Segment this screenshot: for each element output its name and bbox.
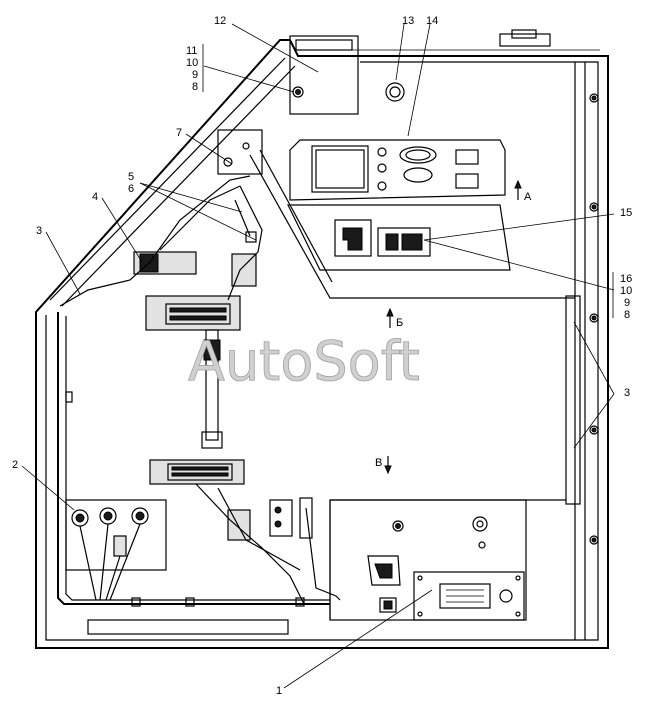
dashboard	[289, 139, 506, 201]
view-mark-b: Б	[396, 317, 403, 329]
callout-3-right: 3	[624, 387, 630, 399]
wiring-harness	[57, 175, 341, 607]
callout-1: 1	[276, 685, 282, 697]
overhead-unit	[289, 35, 405, 115]
callout-labels: 1 2 3 3 4 5 6 7 11 10 9 8 12 13 14 15 16…	[12, 15, 632, 697]
lower-console	[287, 204, 511, 271]
callout-8-right: 8	[624, 309, 630, 321]
callout-13: 13	[402, 15, 414, 27]
callout-9-top: 9	[192, 69, 198, 81]
fuse-block	[65, 499, 167, 571]
leader-lines	[21, 23, 615, 689]
watermark-text: AutoSoft	[188, 330, 420, 393]
callout-7: 7	[176, 127, 182, 139]
callout-5: 5	[128, 171, 134, 183]
callout-10-top: 10	[186, 57, 198, 69]
callout-12: 12	[214, 15, 226, 27]
callout-11: 11	[186, 45, 197, 57]
callout-4: 4	[92, 191, 98, 203]
callout-6: 6	[128, 183, 134, 195]
callout-14: 14	[426, 15, 438, 27]
callout-2: 2	[12, 459, 18, 471]
view-arrows	[384, 179, 522, 475]
windshield-pillar	[49, 57, 575, 307]
callout-9-right: 9	[624, 297, 630, 309]
right-panel	[329, 295, 581, 621]
connector-blocks	[133, 129, 263, 541]
view-mark-v: В	[375, 457, 382, 469]
callout-10-right: 10	[620, 285, 632, 297]
callout-15: 15	[620, 207, 632, 219]
view-mark-a: А	[524, 191, 532, 203]
callout-3-left: 3	[36, 225, 42, 237]
callout-8-top: 8	[192, 81, 198, 93]
cabin-outline	[35, 29, 609, 649]
callout-16: 16	[620, 273, 632, 285]
